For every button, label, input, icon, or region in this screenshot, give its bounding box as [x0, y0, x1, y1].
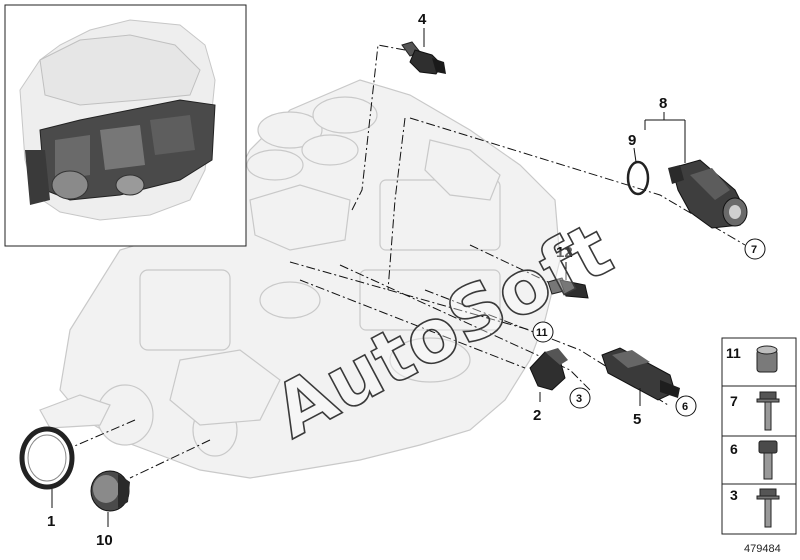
leader-9: [633, 147, 637, 163]
callout-5: 5: [633, 411, 641, 428]
part-2-sensor: [529, 348, 568, 391]
callout-9: 9: [628, 132, 636, 149]
circled-callout-7: 7: [744, 238, 766, 260]
socket-bolt-icon: [758, 440, 778, 480]
circled-callout-11: 11: [532, 321, 554, 343]
callout-10: 10: [96, 532, 113, 549]
sleeve-icon: [756, 345, 778, 373]
part-10-plug: [90, 470, 130, 512]
callout-2: 2: [533, 407, 541, 424]
callout-4: 4: [418, 11, 427, 28]
leader-lines: [69, 44, 746, 479]
hex-bolt-icon: [756, 488, 780, 528]
inset-engine: [19, 19, 216, 221]
part-4-sensor: [401, 41, 446, 75]
hardware-legend: 11 7 6 3: [721, 337, 797, 535]
svg-text:6: 6: [730, 441, 738, 457]
part-9-ring: [626, 160, 650, 196]
circled-callout-6: 6: [675, 395, 697, 417]
svg-text:11: 11: [536, 327, 548, 339]
legend-row-11: 11: [726, 345, 778, 373]
part-8-housing: [668, 159, 748, 229]
legend-row-3: 3: [730, 487, 780, 528]
svg-text:7: 7: [730, 393, 738, 409]
svg-text:3: 3: [730, 487, 738, 503]
callout-12: 12: [556, 244, 573, 261]
reference-number: 479484: [744, 543, 781, 555]
part-12-sensor: [547, 277, 589, 299]
callout-8: 8: [659, 95, 667, 112]
part-1-seal: [19, 426, 75, 490]
svg-text:6: 6: [682, 401, 688, 413]
svg-text:11: 11: [726, 345, 741, 361]
svg-text:3: 3: [576, 393, 582, 405]
circled-callout-3: 3: [569, 387, 591, 409]
part-5-solenoid: [601, 347, 680, 401]
legend-row-6: 6: [730, 440, 778, 480]
engine-block: [39, 79, 561, 479]
flange-bolt-icon: [756, 391, 780, 431]
bracket-8: [644, 112, 686, 163]
legend-row-7: 7: [730, 391, 780, 431]
callout-1: 1: [47, 513, 55, 530]
svg-text:7: 7: [751, 244, 757, 256]
